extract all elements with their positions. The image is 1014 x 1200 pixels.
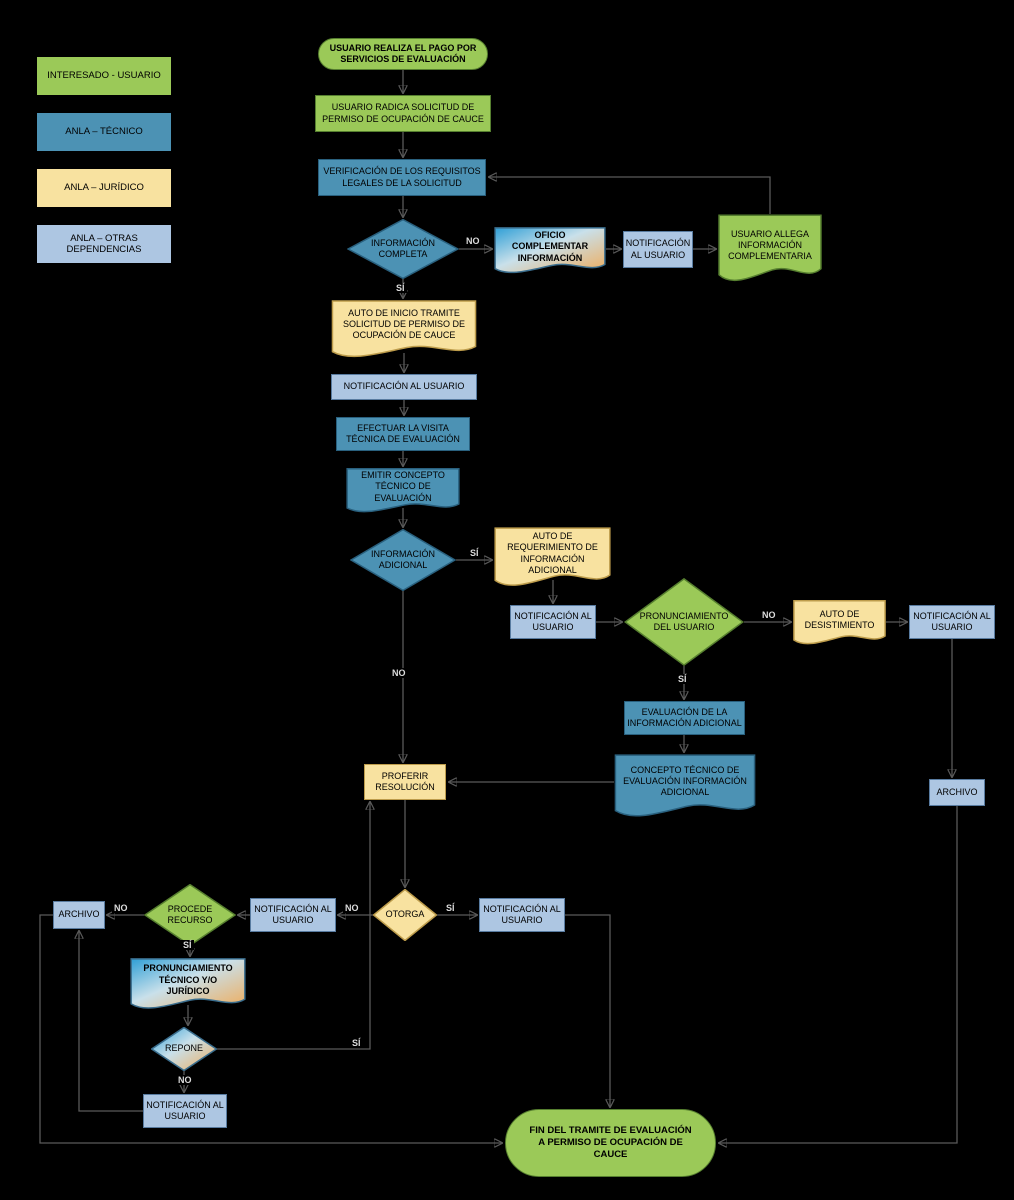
document-shape [793,600,886,648]
node-fin: FIN DEL TRAMITE DE EVALUACIÓN A PERMISO … [505,1109,716,1177]
node-visita-tecnica: EFECTUAR LA VISITA TÉCNICA DE EVALUACIÓN [336,417,470,451]
diamond-shape [151,1027,217,1071]
document-shape [346,468,460,516]
edge-label-si-pronunciamiento-usuario: SÍ [676,674,689,684]
edge-label-no-pronunciamiento-usuario: NO [760,610,778,620]
node-notificacion-usuario-7: NOTIFICACIÓN AL USUARIO [143,1094,227,1128]
node-informacion-completa: INFORMACIÓN COMPLETA [347,219,459,279]
node-otorga: OTORGA [373,889,437,941]
edge-label-no-informacion-completa: NO [464,236,482,246]
node-label: EFECTUAR LA VISITA TÉCNICA DE EVALUACIÓN [346,422,460,444]
node-label: PRONUNCIAMIENTO TÉCNICO Y/O JURÍDICO [143,963,233,996]
node-label: NOTIFICACIÓN AL USUARIO [483,903,561,925]
node-auto-inicio: AUTO DE INICIO TRAMITE SOLICITUD DE PERM… [331,300,477,362]
document-shape [331,300,477,362]
node-repone: REPONE [151,1027,217,1071]
node-label: USUARIO RADICA SOLICITUD DE PERMISO DE O… [322,102,484,124]
node-proferir-resolucion: PROFERIR RESOLUCIÓN [364,764,446,800]
node-notificacion-usuario-3: NOTIFICACIÓN AL USUARIO [510,605,596,639]
node-usuario-allega: USUARIO ALLEGA INFORMACIÓN COMPLEMENTARI… [718,214,822,287]
node-notificacion-usuario-1: NOTIFICACIÓN AL USUARIO [623,231,693,268]
diamond-shape [350,529,456,591]
node-label: NOTIFICACIÓN AL USUARIO [625,238,691,260]
node-label: NOTIFICACIÓN AL USUARIO [343,381,465,392]
node-label: EMITIR CONCEPTO TÉCNICO DE EVALUACIÓN [361,470,445,503]
node-start: USUARIO REALIZA EL PAGO POR SERVICIOS DE… [318,38,488,70]
node-label: INFORMACIÓN COMPLETA [371,237,435,259]
edge-label-no-procede-recurso: NO [112,903,130,913]
node-archivo-derecha: ARCHIVO [929,779,985,806]
node-label: ARCHIVO [58,909,100,920]
document-shape [614,754,756,822]
node-pronunciamiento-usuario: PRONUNCIAMIENTO DEL USUARIO [624,578,744,666]
node-label: NOTIFICACIÓN AL USUARIO [514,610,592,632]
node-label: OFICIO COMPLEMENTAR INFORMACIÓN [511,230,589,263]
legend-item-interesado-usuario: INTERESADO - USUARIO [36,56,172,96]
node-archivo-izquierda: ARCHIVO [53,901,105,929]
document-shape [718,214,822,287]
legend-label: INTERESADO - USUARIO [47,70,161,82]
edge-label-si-informacion-adicional: SÍ [468,548,481,558]
node-evaluacion-informacion: EVALUACIÓN DE LA INFORMACIÓN ADICIONAL [624,701,745,735]
legend-label: ANLA – OTRAS DEPENDENCIAS [66,232,142,255]
legend-item-anla-juridico: ANLA – JURÍDICO [36,168,172,208]
diamond-shape [373,889,437,941]
node-label: AUTO DE DESISTIMIENTO [804,608,875,630]
legend-item-anla-tecnico: ANLA – TÉCNICO [36,112,172,152]
node-label: VERIFICACIÓN DE LOS REQUISITOS LEGALES D… [323,166,481,188]
diamond-shape [347,219,459,279]
node-notificacion-usuario-6: NOTIFICACIÓN AL USUARIO [250,898,336,932]
node-oficio-complementar: OFICIO COMPLEMENTAR INFORMACIÓN [494,227,606,277]
edge-label-no-repone: NO [176,1075,194,1085]
edge-label-si-procede-recurso: SÍ [181,940,194,950]
node-label: INFORMACIÓN ADICIONAL [371,548,435,570]
node-pronunciamiento-tecnico: PRONUNCIAMIENTO TÉCNICO Y/O JURÍDICO [130,958,246,1013]
node-label: NOTIFICACIÓN AL USUARIO [146,1099,224,1121]
node-label: AUTO DE REQUERIMIENTO DE INFORMACIÓN ADI… [507,531,598,575]
edge-label-si-otorga: SÍ [444,903,457,913]
node-label: AUTO DE INICIO TRAMITE SOLICITUD DE PERM… [342,307,466,341]
node-label: PROCEDE RECURSO [167,903,213,925]
node-label: FIN DEL TRAMITE DE EVALUACIÓN A PERMISO … [529,1125,692,1160]
edge-label-no-otorga: NO [343,903,361,913]
node-label: USUARIO ALLEGA INFORMACIÓN COMPLEMENTARI… [728,228,812,262]
node-auto-requerimiento: AUTO DE REQUERIMIENTO DE INFORMACIÓN ADI… [494,527,611,591]
node-notificacion-usuario-4: NOTIFICACIÓN AL USUARIO [909,605,995,639]
node-label: PRONUNCIAMIENTO DEL USUARIO [639,610,729,632]
node-radica-solicitud: USUARIO RADICA SOLICITUD DE PERMISO DE O… [315,95,491,132]
edge-label-no-informacion-adicional: NO [390,668,408,678]
document-shape [494,527,611,591]
diamond-shape [624,578,744,666]
node-label: USUARIO REALIZA EL PAGO POR SERVICIOS DE… [329,42,477,64]
node-label: ARCHIVO [936,786,978,797]
node-label: NOTIFICACIÓN AL USUARIO [913,610,991,632]
legend-label: ANLA – JURÍDICO [64,182,144,194]
legend-item-anla-otras-dependencias: ANLA – OTRAS DEPENDENCIAS [36,224,172,264]
edge-label-si-informacion-completa: SÍ [394,283,407,293]
document-shape [494,227,606,277]
node-label: NOTIFICACIÓN AL USUARIO [254,903,332,925]
legend-label: ANLA – TÉCNICO [65,126,143,138]
node-label: EVALUACIÓN DE LA INFORMACIÓN ADICIONAL [627,706,742,728]
node-emitir-concepto: EMITIR CONCEPTO TÉCNICO DE EVALUACIÓN [346,468,460,516]
node-label: PROFERIR RESOLUCIÓN [375,770,435,792]
node-label: REPONE [164,1043,203,1054]
node-label: OTORGA [385,909,425,920]
node-auto-desistimiento: AUTO DE DESISTIMIENTO [793,600,886,648]
node-notificacion-usuario-5: NOTIFICACIÓN AL USUARIO [479,898,565,932]
edge-label-si-repone: SÍ [350,1038,363,1048]
node-verificacion-requisitos: VERIFICACIÓN DE LOS REQUISITOS LEGALES D… [318,159,486,196]
node-notificacion-usuario-2: NOTIFICACIÓN AL USUARIO [331,374,477,400]
document-shape [130,958,246,1013]
node-informacion-adicional: INFORMACIÓN ADICIONAL [350,529,456,591]
node-concepto-tecnico-adicional: CONCEPTO TÉCNICO DE EVALUACIÓN INFORMACI… [614,754,756,822]
node-label: CONCEPTO TÉCNICO DE EVALUACIÓN INFORMACI… [623,764,747,798]
node-procede-recurso: PROCEDE RECURSO [144,884,236,946]
